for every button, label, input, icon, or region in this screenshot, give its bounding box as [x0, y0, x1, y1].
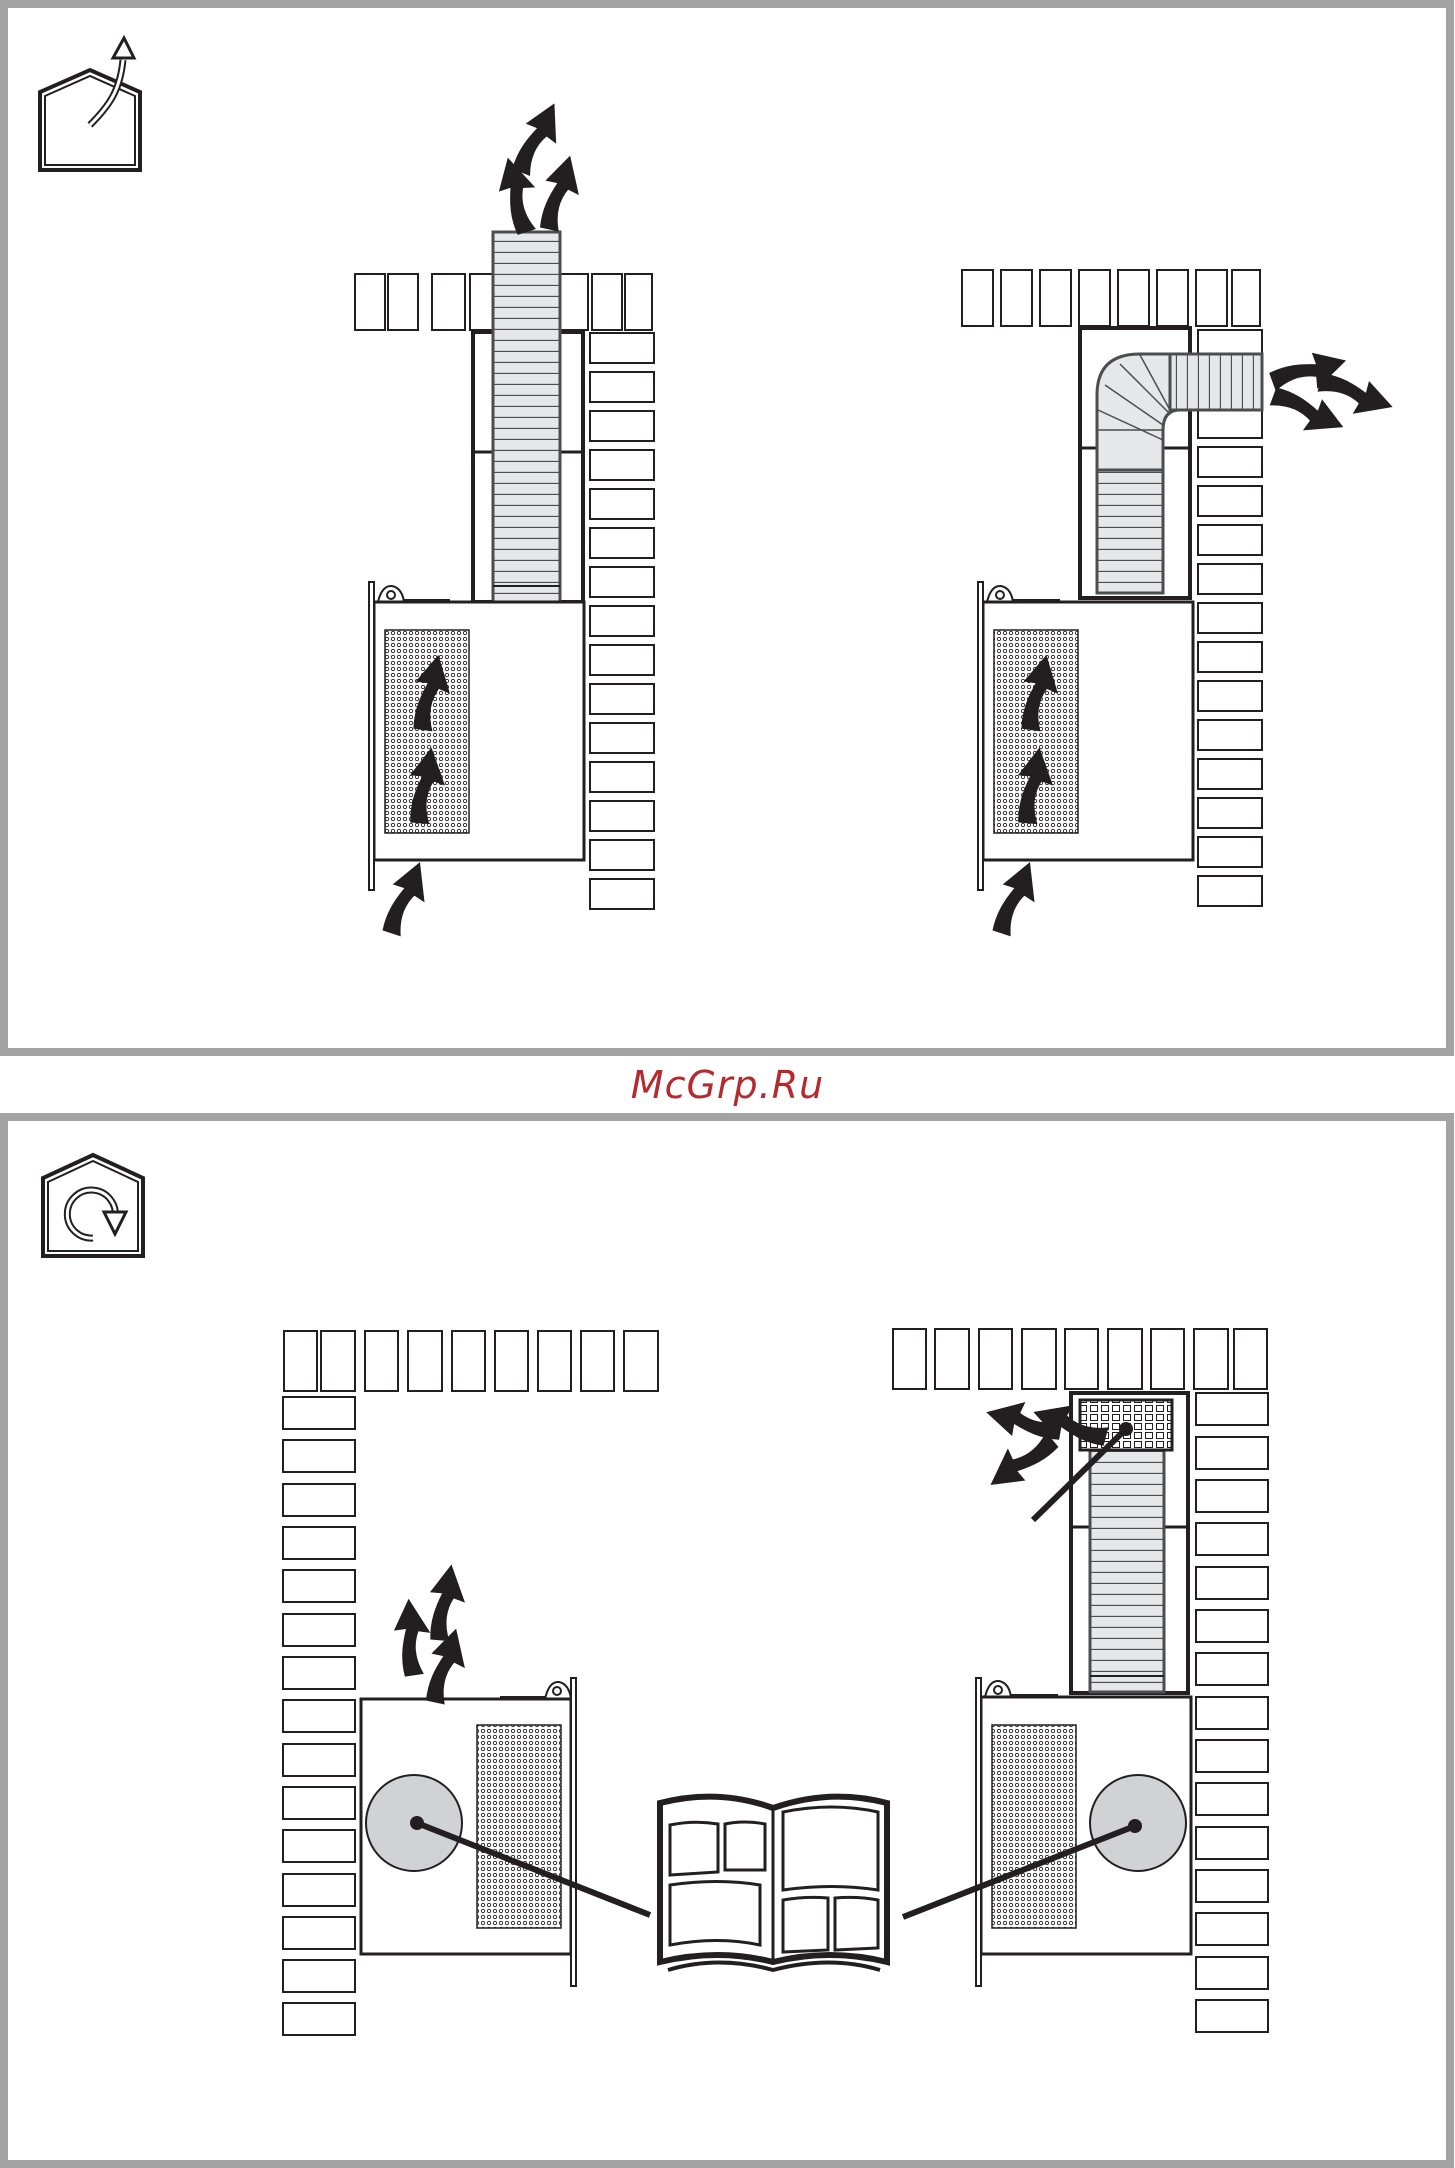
hood-front-panel [978, 582, 983, 890]
ceiling-bricks [284, 1331, 658, 1391]
filter-grille [477, 1725, 561, 1928]
wall-bricks [590, 333, 654, 909]
hood-front-panel [571, 1678, 576, 1986]
filter-grille [385, 630, 469, 833]
wall-bricks [283, 1397, 355, 2035]
open-book-icon [660, 1797, 887, 1970]
wall-bricks [1196, 1393, 1268, 2032]
ceiling-bricks [962, 270, 1260, 326]
hood-front-panel [369, 582, 374, 890]
exhaust-duct [493, 232, 560, 602]
watermark-text: McGrp.Ru [0, 1060, 1455, 1110]
recirculation-panel [4, 1117, 1450, 2164]
filter-grille [994, 630, 1078, 833]
recirculation-duct [1090, 1420, 1164, 1692]
exhaust-air-panel [4, 4, 1450, 1052]
filter-grille [992, 1725, 1076, 1928]
hood-front-panel [976, 1678, 981, 1986]
ceiling-bricks [893, 1329, 1267, 1389]
wall-bricks [1198, 330, 1262, 906]
